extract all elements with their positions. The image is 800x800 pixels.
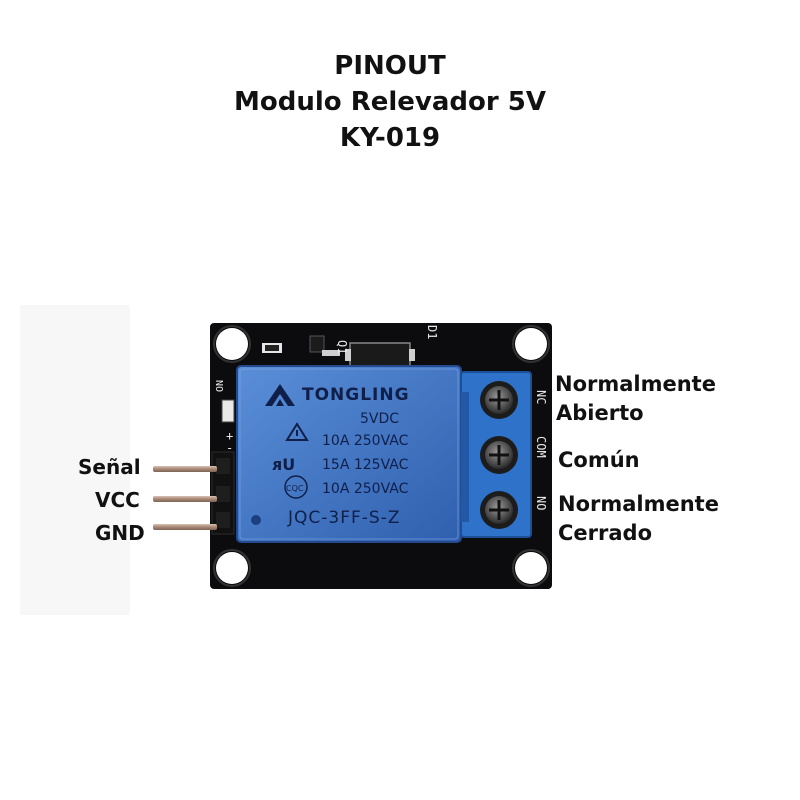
terminal-screw-nc	[480, 491, 518, 529]
pin-signal	[153, 466, 217, 472]
ul-mark-icon: ᴙU	[272, 455, 295, 474]
silk-com: COM	[534, 436, 548, 458]
title-line-module: Modulo Relevador 5V	[234, 87, 546, 117]
relay-rating-1: 10A 250VAC	[322, 433, 409, 449]
silk-q1: Q1	[335, 340, 349, 354]
title-line-pinout: PINOUT	[334, 51, 446, 81]
silk-no: NO	[534, 496, 548, 510]
title-line-model: KY-019	[339, 123, 441, 153]
label-no-line2: Abierto	[556, 401, 644, 425]
relay-rating-2: 15A 125VAC	[322, 457, 409, 473]
pin-gnd	[153, 524, 217, 530]
tongling-logo	[265, 384, 295, 406]
mounting-hole	[515, 552, 547, 584]
transistor-q1	[309, 335, 340, 356]
label-nc-line2: Cerrado	[558, 521, 652, 545]
silk-plus: +	[226, 429, 233, 443]
relay-model: JQC-3FF-S-Z	[287, 508, 400, 528]
warning-icon	[285, 422, 309, 441]
smd-resistor	[262, 343, 282, 353]
status-led	[221, 399, 235, 423]
terminal-screw-no	[480, 381, 518, 419]
label-vcc: VCC	[95, 488, 140, 512]
relay-voltage: 5VDC	[360, 411, 399, 427]
label-com: Común	[558, 448, 640, 472]
header-pins	[153, 466, 217, 530]
mounting-hole	[515, 328, 547, 360]
silk-no-left: NO	[213, 380, 224, 392]
label-gnd: GND	[95, 521, 145, 545]
diagram-title: PINOUT Modulo Relevador 5V KY-019	[0, 48, 780, 156]
relay-rating-3: 10A 250VAC	[322, 481, 409, 497]
label-nc-line1: Normalmente	[558, 492, 719, 516]
mounting-hole	[216, 552, 248, 584]
pin-vcc	[153, 496, 217, 502]
terminal-screw-com	[480, 436, 518, 474]
svg-text:CQC: CQC	[286, 484, 304, 493]
cqc-mark-icon: CQC	[284, 475, 308, 499]
label-signal: Señal	[78, 455, 141, 479]
silk-d1: D1	[425, 325, 439, 339]
diode-d1	[345, 342, 415, 368]
label-no-line1: Normalmente	[555, 372, 716, 396]
relay-brand: TONGLING	[302, 385, 410, 405]
silk-nc: NC	[534, 390, 548, 404]
screw-terminal-block	[460, 371, 532, 538]
relay-dot	[251, 515, 261, 525]
relay-body: TONGLING 5VDC 10A 250VAC ᴙU 15A 125VAC C…	[236, 365, 462, 543]
background-patch	[20, 305, 130, 615]
silk-minus: -	[226, 441, 233, 455]
mounting-hole	[216, 328, 248, 360]
